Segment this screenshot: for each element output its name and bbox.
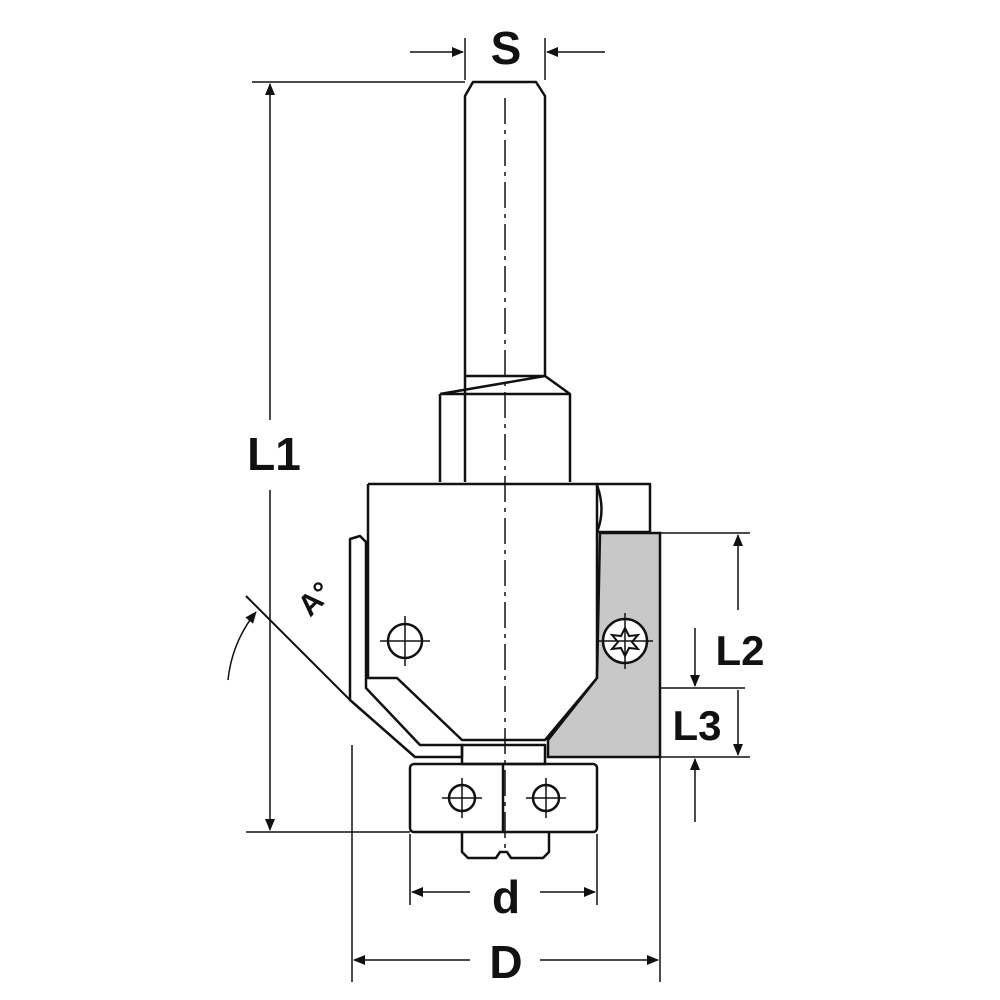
label-l1: L1	[247, 428, 301, 480]
label-d: d	[492, 871, 520, 923]
label-D: D	[489, 936, 522, 988]
bearing-screw	[460, 832, 551, 860]
angle-arc	[227, 611, 257, 681]
label-l2: L2	[715, 627, 764, 674]
angle-reference-line	[245, 595, 351, 701]
label-s: S	[491, 22, 522, 74]
bearing-spacer	[460, 743, 547, 766]
left-insert	[348, 534, 464, 759]
body-relief-curve	[595, 484, 603, 533]
label-angle: A°	[292, 576, 339, 623]
label-l3: L3	[672, 702, 721, 749]
